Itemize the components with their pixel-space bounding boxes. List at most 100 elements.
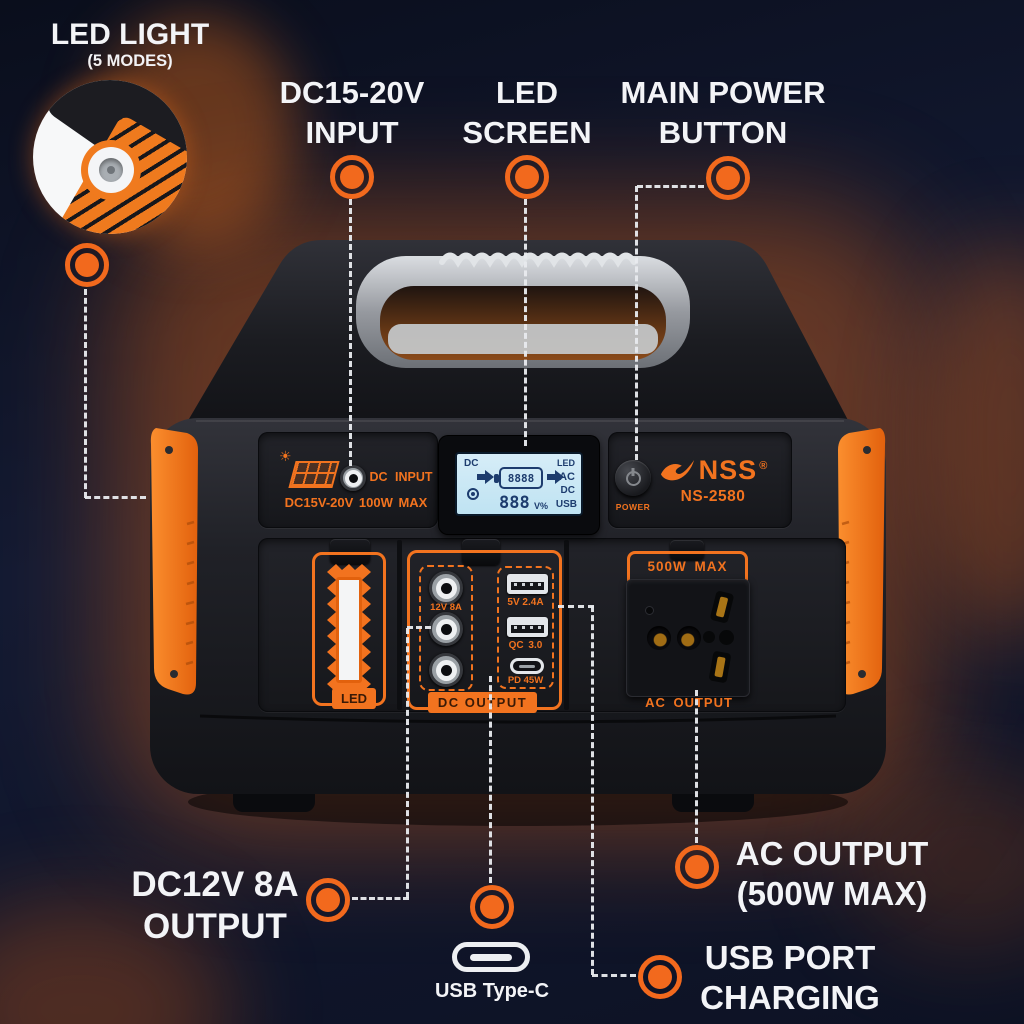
socket-screw xyxy=(645,606,654,615)
callout-dc-input-line2: INPUT xyxy=(305,115,399,150)
registered-mark: ® xyxy=(759,459,768,472)
callout-marker-main-power xyxy=(706,156,750,200)
lcd-battery-icon: 8888 xyxy=(494,467,543,489)
callout-marker-dc-input xyxy=(330,155,374,199)
lcd-output-dc: DC xyxy=(560,485,575,496)
callout-marker-ac-output xyxy=(675,845,719,889)
callout-line-ac-output xyxy=(695,690,698,843)
usb-a-port-2-icon xyxy=(507,617,548,637)
ac-max-spec: 500W MAX xyxy=(647,559,728,574)
socket-pin-hole xyxy=(719,630,734,645)
callout-led-screen-line2: SCREEN xyxy=(462,115,592,150)
dc-12v-jack-2 xyxy=(429,612,463,646)
callout-main-power-line2: BUTTON xyxy=(658,115,788,150)
usb-a-port-1-icon xyxy=(507,574,548,594)
led-section-tag: LED xyxy=(332,688,376,709)
callout-marker-led-light xyxy=(65,243,109,287)
callout-line-led-screen xyxy=(524,199,527,446)
callout-usb-type-c: USB Type-C xyxy=(434,980,550,1002)
nss-swoosh-icon xyxy=(660,460,694,481)
callout-marker-usb-c xyxy=(470,885,514,929)
led-light-photo xyxy=(33,80,187,234)
dc-jack-spec: 12V 8A xyxy=(430,602,462,613)
face-bottom-seam xyxy=(199,714,837,724)
power-button-label: POWER xyxy=(615,502,651,512)
callout-ac-output-line1: AC OUTPUT xyxy=(735,835,929,872)
callout-dc-input-line1: DC15-20V xyxy=(279,75,425,110)
callout-marker-dc12v xyxy=(306,878,350,922)
callout-led-light-line2: (5 MODES) xyxy=(87,52,173,70)
power-button xyxy=(615,460,651,496)
lcd-battery-digits: 8888 xyxy=(507,471,535,485)
usb1-spec: 5V 2.4A xyxy=(507,597,544,608)
callout-line-usb-c xyxy=(489,676,492,883)
ac-latch xyxy=(670,540,704,560)
callout-line-dc12v-h2 xyxy=(407,626,431,629)
model-number: NS-2580 xyxy=(680,487,746,505)
callout-marker-led-screen xyxy=(505,155,549,199)
callout-marker-usb-port xyxy=(638,955,682,999)
dc-input-jack xyxy=(340,465,366,491)
callout-usb-port-line1: USB PORT xyxy=(704,939,876,976)
ac-section-label: AC OUTPUT xyxy=(645,695,733,710)
lcd-output-usb: USB xyxy=(555,499,577,510)
lcd-charge-arrow-icon xyxy=(477,470,494,484)
lcd-unit: V% xyxy=(534,501,549,511)
socket-round-hole-live xyxy=(647,626,671,650)
callout-led-light-line1: LED LIGHT xyxy=(50,18,210,51)
usbc-spec: PD 45W xyxy=(507,675,544,686)
callout-dc12v-line2: OUTPUT xyxy=(143,907,287,946)
wedge-screw xyxy=(863,446,871,454)
lcd-screen: DC 8888 LED AC DC USB 888 V% xyxy=(455,452,583,516)
dc-12v-jack-1 xyxy=(429,571,463,605)
lcd-discharge-arrow-icon xyxy=(547,470,564,484)
dc-input-port-label: DC INPUT xyxy=(369,470,433,484)
lcd-output-ac: AC xyxy=(559,471,575,483)
callout-line-led-light-h xyxy=(85,496,146,499)
wedge-screw xyxy=(170,670,178,678)
wedge-screw xyxy=(858,670,866,678)
dc-section-tag: DC OUTPUT xyxy=(428,692,537,713)
callout-usb-port-line2: CHARGING xyxy=(700,979,880,1016)
usb-c-port-icon xyxy=(510,658,544,674)
callout-line-main-power-v xyxy=(635,186,638,460)
lcd-status-dot-icon xyxy=(467,488,479,500)
socket-slot-bottom xyxy=(708,650,732,684)
callout-line-dc-input xyxy=(349,199,352,466)
callout-main-power-line1: MAIN POWER xyxy=(620,75,826,110)
callout-dc12v-line1: DC12V 8A xyxy=(131,865,299,904)
solar-panel-icon: ☀ xyxy=(279,448,340,493)
left-orange-wedge xyxy=(150,428,198,695)
inset-led-lens-icon xyxy=(81,140,141,200)
ac-socket-icon xyxy=(626,579,750,697)
callout-line-main-power-h xyxy=(637,185,704,188)
callout-line-usb-port-h2 xyxy=(592,974,636,977)
power-symbol-icon xyxy=(625,467,641,486)
brand-logo: NSS ® NS-2580 xyxy=(650,455,776,514)
socket-round-hole-neutral xyxy=(677,626,701,650)
callout-line-dc12v-v xyxy=(406,628,409,898)
panel-groove xyxy=(397,540,402,710)
led-latch xyxy=(330,539,370,564)
usb2-spec: QC 3.0 xyxy=(508,640,543,651)
callout-line-led-light-v xyxy=(84,289,87,498)
wedge-screw xyxy=(165,446,173,454)
callout-line-dc12v-h1 xyxy=(352,897,409,900)
usb-dashed-box xyxy=(497,566,554,689)
handle-opening-bar xyxy=(388,324,658,354)
panel-groove xyxy=(564,540,569,710)
callout-ac-output-line2: (500W MAX) xyxy=(736,875,928,912)
brand-name: NSS xyxy=(698,455,758,485)
socket-slot-top xyxy=(709,590,735,624)
dc-12v-jack-3 xyxy=(429,653,463,687)
lcd-mode-dc: DC xyxy=(464,458,479,469)
lcd-value: 888 xyxy=(499,493,530,513)
socket-pin-hole xyxy=(703,631,715,643)
callout-line-usb-port-v xyxy=(591,606,594,975)
callout-line-usb-port-h1 xyxy=(558,605,594,608)
dc-input-spec: DC15V-20V 100W MAX xyxy=(284,495,428,510)
lcd-bezel: DC 8888 LED AC DC USB 888 V% xyxy=(439,436,599,534)
lcd-battery-cap xyxy=(494,473,499,483)
usb-c-connector-icon xyxy=(452,942,530,972)
